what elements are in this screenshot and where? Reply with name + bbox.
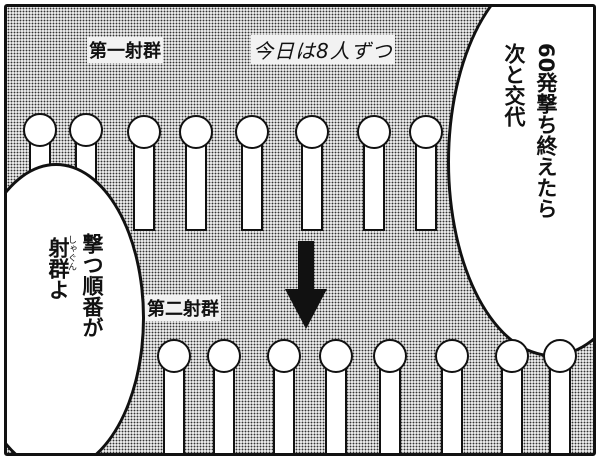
figure-head [179, 115, 213, 149]
figure-body [501, 365, 523, 453]
bubble-left-line1: 撃つ順番が [80, 233, 104, 338]
figure-body [241, 141, 263, 231]
figure-head [543, 339, 577, 373]
figure-body [363, 141, 385, 231]
figure-body [325, 365, 347, 453]
speech-bubble-left [7, 163, 145, 453]
figure-body [549, 365, 571, 453]
figure-body [185, 141, 207, 231]
bubble-left-line2: 射群よ [46, 237, 70, 300]
figure-body [415, 141, 437, 231]
figure-head [23, 113, 57, 147]
group-label-second: 第二射群 [145, 295, 221, 321]
bubble-right-line2: 次と交代 [502, 43, 526, 127]
figure-body [301, 141, 323, 231]
figure-body [163, 365, 185, 453]
bubble-right-line1: 60発撃ち終えたら [534, 43, 558, 220]
furigana-ruby: しゃぐん [66, 235, 76, 271]
figure-head [207, 339, 241, 373]
figure-body [133, 141, 155, 231]
figure-body [213, 365, 235, 453]
manga-panel: 第一射群 今日は8人ずつ 第二射群 60発撃ち終えたら 次と交代 撃つ順番が 射… [4, 4, 596, 456]
figure-head [235, 115, 269, 149]
figure-body [273, 365, 295, 453]
figure-head [267, 339, 301, 373]
handwritten-note: 今日は8人ずつ [251, 35, 395, 64]
figure-head [295, 115, 329, 149]
figure-head [69, 113, 103, 147]
figure-head [157, 339, 191, 373]
figure-head [319, 339, 353, 373]
figure-body [441, 365, 463, 453]
figure-head [357, 115, 391, 149]
figure-head [127, 115, 161, 149]
figure-body [379, 365, 401, 453]
figure-head [435, 339, 469, 373]
group-label-first: 第一射群 [87, 37, 163, 63]
figure-head [373, 339, 407, 373]
figure-head [495, 339, 529, 373]
down-arrow-icon [285, 241, 327, 329]
figure-head [409, 115, 443, 149]
